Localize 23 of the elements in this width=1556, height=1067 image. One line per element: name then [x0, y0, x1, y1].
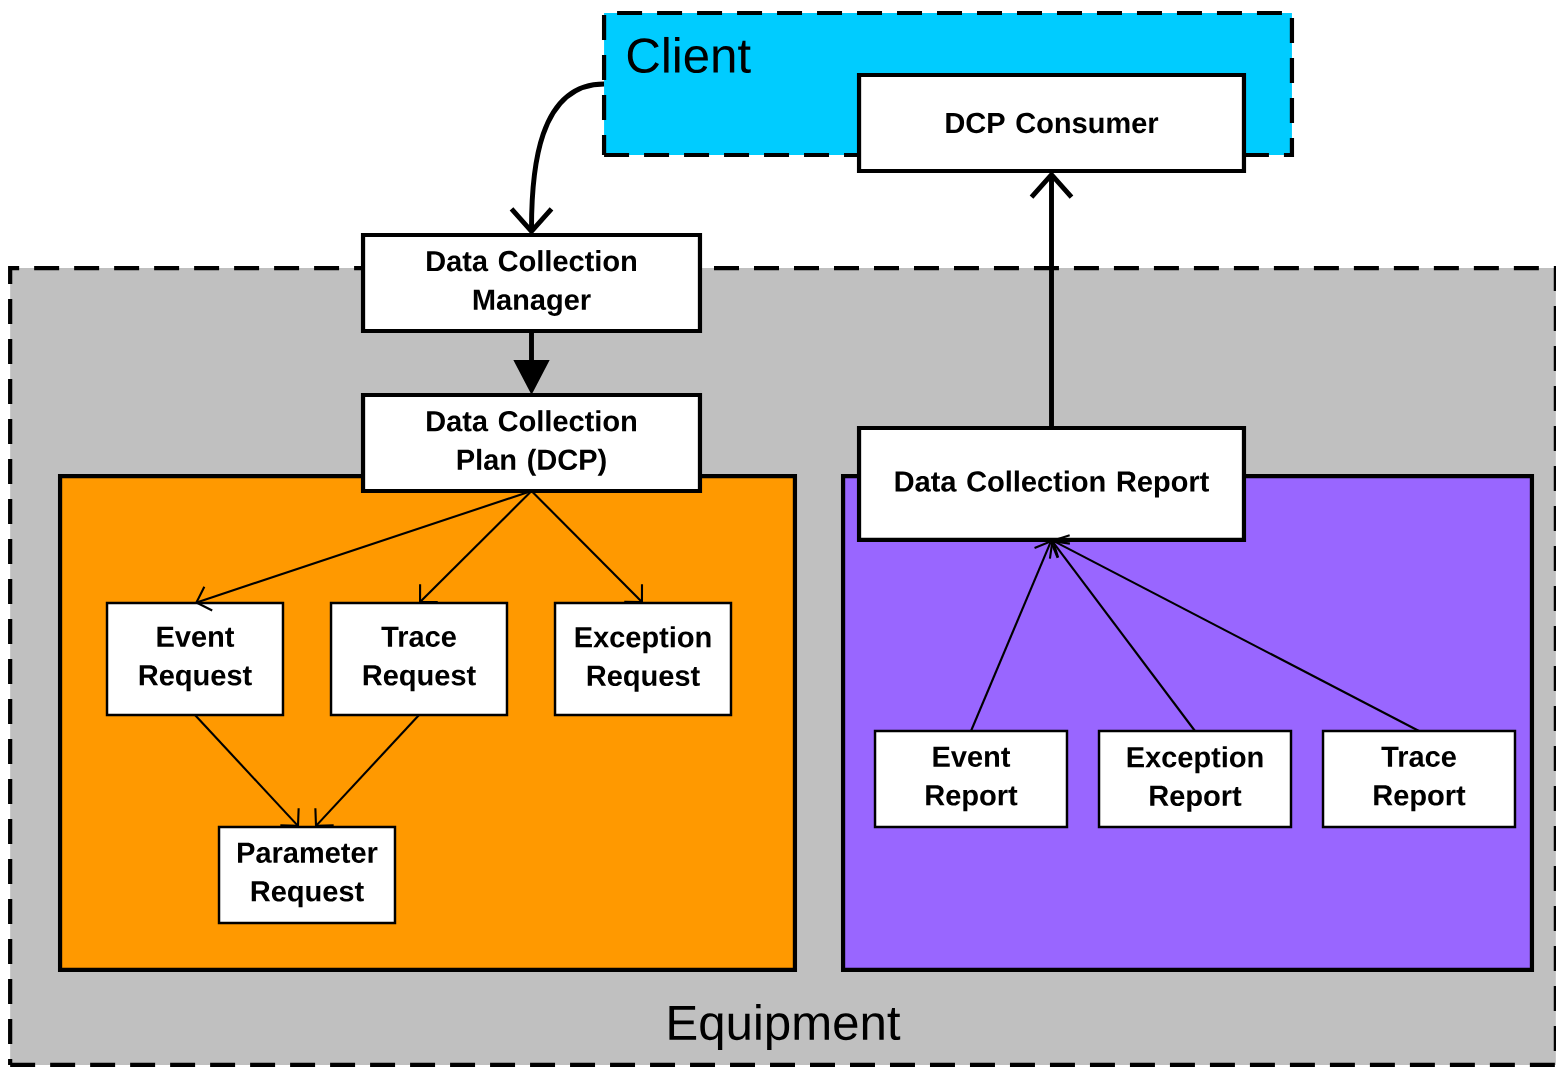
- process-box: Trace Report: [1321, 729, 1517, 829]
- arrow: [530, 490, 644, 603]
- arrow: [419, 490, 533, 604]
- arrow: [509, 81, 605, 235]
- arrow: [1048, 540, 1196, 732]
- process-box: Parameter Request: [217, 825, 397, 925]
- arrow: [1051, 534, 1420, 732]
- process-box: Exception Report: [1097, 729, 1293, 829]
- arrow: [1029, 171, 1074, 428]
- process-box: Event Request: [105, 601, 285, 717]
- process-box: Trace Request: [329, 601, 509, 717]
- arrow: [195, 490, 532, 612]
- arrow: [314, 714, 420, 827]
- process-box: Event Report: [873, 729, 1069, 829]
- arrow: [194, 714, 300, 827]
- group-label: Equipment: [669, 1004, 901, 1050]
- process-box: Data Collection Report: [856, 425, 1247, 543]
- process-box: Data Collection Manager: [360, 232, 703, 334]
- group-label: Client: [627, 36, 751, 74]
- arrow: [970, 540, 1059, 732]
- process-box: Exception Request: [553, 601, 733, 717]
- process-box: Data Collection Plan (DCP): [360, 392, 703, 494]
- process-box: DCP Consumer: [856, 72, 1247, 174]
